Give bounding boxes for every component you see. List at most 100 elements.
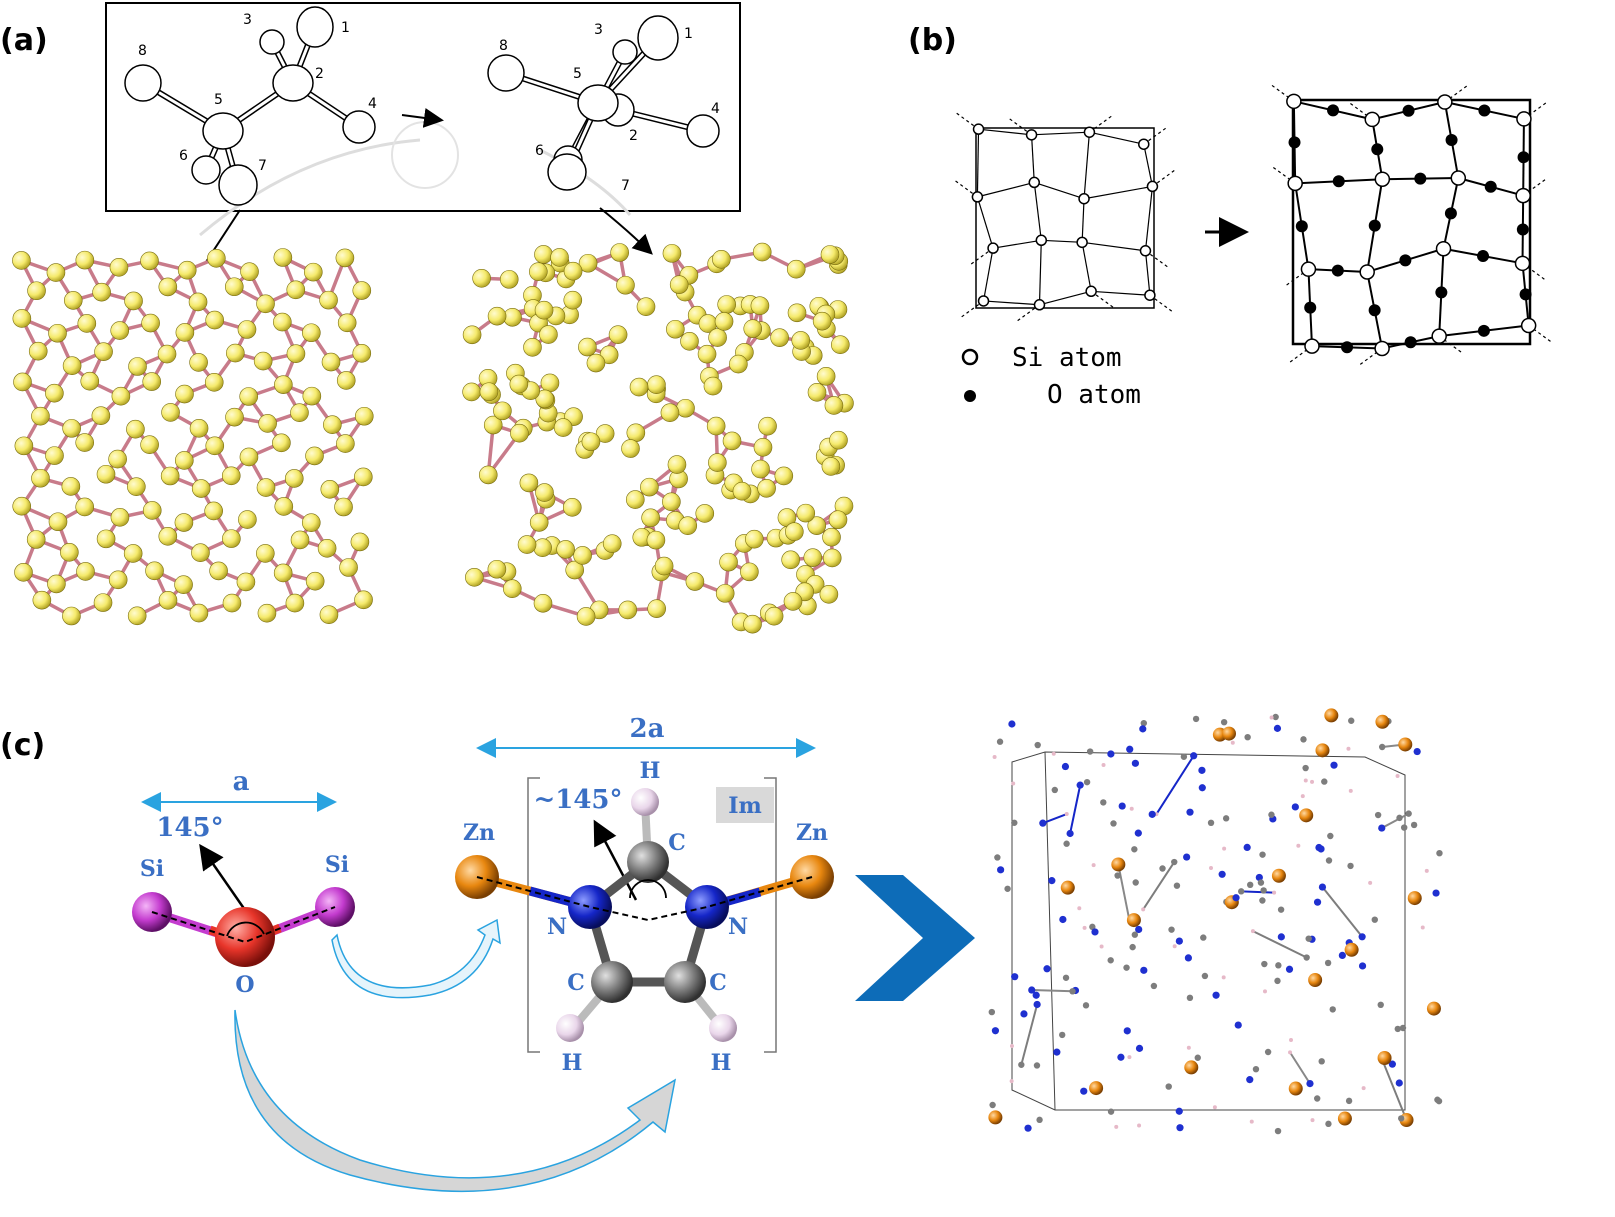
si-atom [189,603,209,623]
si-atom [493,401,512,421]
si-atom [472,269,491,288]
atom-number-label: 7 [621,178,630,194]
si-atom [12,309,32,328]
inset-atom [202,112,244,150]
h-top-label: H [640,758,661,784]
si-atom [1364,111,1380,128]
si-atom [465,568,484,587]
si-atom [1078,192,1090,205]
si-atom [175,323,195,342]
si-atom [96,529,116,549]
si-atom [523,338,542,357]
si-atom [127,606,147,626]
framework-nitrogen [1395,1079,1403,1087]
framework-hydrogen [1289,1037,1294,1042]
si-atom [48,323,67,343]
inset-atom [124,64,162,102]
framework-hydrogen [1296,843,1301,848]
framework-carbon [1405,810,1412,817]
si-atom [697,344,717,364]
dangling-bond [1522,179,1546,197]
si-atom [62,419,81,438]
framework-zinc [1337,1111,1352,1126]
framework-zinc [1398,737,1413,752]
o-atom [1435,286,1448,299]
network-bond [1030,134,1035,183]
framework-carbon [1257,879,1265,886]
framework-nitrogen [1378,824,1386,832]
si-atom [1035,234,1048,247]
si-atom [96,464,116,484]
si-atom [646,530,666,550]
framework-nitrogen [1388,1060,1396,1068]
framework-nitrogen [1198,784,1206,792]
framework-hydrogen [1222,846,1227,851]
framework-carbon [1264,1048,1272,1056]
si-atom [272,433,291,453]
si-atom [226,343,245,363]
framework-carbon [1399,1024,1407,1032]
framework-hydrogen [1129,806,1134,811]
dangling-bond [1271,84,1295,102]
framework-bond [1020,1004,1039,1066]
framework-zinc [1344,942,1359,957]
framework-carbon [1180,753,1188,760]
si-atom [111,386,131,406]
zn-right-label: Zn [796,820,828,846]
framework-zinc [1111,857,1126,872]
nitrogen-atom [568,885,612,929]
si-atom [563,290,583,310]
network-bond [1041,239,1083,243]
framework-bond [1289,1051,1311,1085]
o-atom [1444,207,1457,220]
o-atom [1295,220,1308,233]
si-atom [636,297,656,317]
si-atom [225,407,244,427]
si-atom [662,244,682,263]
framework-carbon [1034,741,1041,749]
framework-nitrogen [1039,819,1047,827]
si-atom [158,527,178,546]
si-atom [647,599,666,618]
si-atom [1359,264,1375,280]
o-to-im-mapping-arrow [234,1009,677,1193]
framework-nitrogen [1198,766,1206,774]
si-atom [1028,176,1041,189]
simulation-box [1011,751,1406,1111]
framework-hydrogen [1269,715,1274,720]
si-atom [160,466,180,486]
si-atom [256,294,275,314]
framework-carbon [1033,1062,1041,1069]
framework-zinc [1184,1060,1199,1075]
framework-hydrogen [1346,746,1351,751]
zim-angle-label: ~145° [533,785,622,815]
faint-rotation-arc [199,138,421,237]
si-atom [140,435,159,454]
si-atom [562,498,582,517]
dangling-bond [970,247,994,265]
si-atom [273,312,292,332]
framework-carbon [1129,943,1136,951]
framework-carbon [1131,846,1138,853]
si-atom [573,546,592,565]
framework-carbon [1275,962,1282,969]
framework-carbon [1222,815,1230,822]
o-atom [1288,136,1301,149]
si-atom [274,497,294,516]
si-atom [764,606,784,626]
sio2-angle-label: 145° [156,813,223,843]
framework-nitrogen [1175,937,1183,945]
si-atom [1139,245,1152,257]
si-atom [14,563,33,582]
simulation-box-edge [1044,751,1056,1111]
framework-hydrogen [1395,773,1400,778]
framework-hydrogen [1114,1124,1119,1129]
hydrogen-atom [556,1014,584,1042]
si-atom [586,353,606,373]
framework-carbon [994,854,1001,861]
si-atom [92,282,111,302]
network-bond [1089,131,1144,145]
si-atom [127,477,146,496]
o-atom [1484,180,1497,193]
framework-carbon [1220,718,1228,726]
